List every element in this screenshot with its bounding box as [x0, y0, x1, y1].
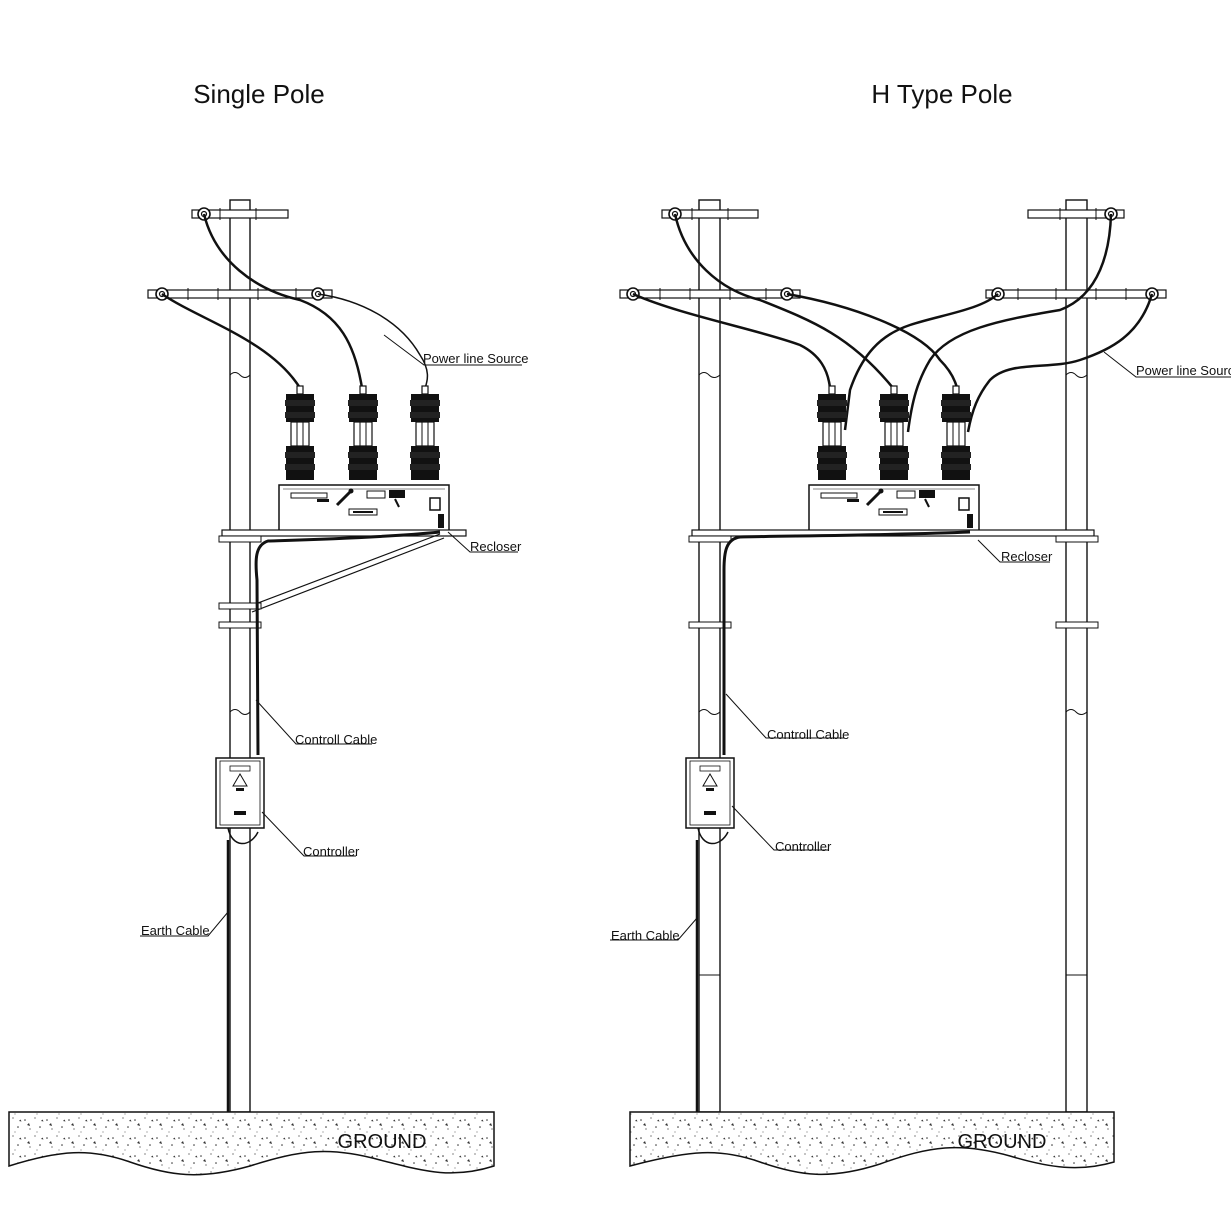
- mounting-beam: [688, 529, 1099, 629]
- label-controller: Controller: [775, 839, 832, 854]
- upper-crossarm-left: [661, 207, 759, 221]
- recloser-tank: [277, 483, 451, 533]
- label-recloser: Recloser: [470, 539, 522, 554]
- lower-crossarm: [147, 287, 333, 301]
- label-power-line-source: Power line Source: [1136, 363, 1231, 378]
- controller-box: [685, 757, 735, 845]
- recloser-bushings: [816, 385, 972, 481]
- h-type-pole-diagram: Power line Source Recloser Controll Cabl…: [610, 199, 1231, 1176]
- label-earth-cable: Earth Cable: [611, 928, 680, 943]
- recloser-bushings: [284, 385, 441, 481]
- label-ground: GROUND: [338, 1131, 427, 1153]
- label-ground: GROUND: [958, 1131, 1047, 1153]
- leader-lines: [140, 334, 522, 937]
- upper-crossarm: [191, 207, 289, 221]
- label-power-line-source: Power line Source: [423, 351, 529, 366]
- label-controller: Controller: [303, 844, 360, 859]
- utility-pole-left: [698, 199, 721, 1113]
- lower-crossarm-left: [619, 287, 801, 301]
- upper-crossarm-right: [1027, 207, 1125, 221]
- recloser-tank: [807, 483, 981, 533]
- lower-crossarm-right: [985, 287, 1167, 301]
- power-lines: [632, 213, 1154, 433]
- leader-lines: [610, 351, 1231, 941]
- title-h-type-pole: H Type Pole: [871, 79, 1012, 109]
- label-earth-cable: Earth Cable: [141, 923, 210, 938]
- single-pole-diagram: Power line Source Recloser Controll Cabl…: [8, 199, 529, 1176]
- label-control-cable: Controll Cable: [295, 732, 377, 747]
- control-cable: [722, 530, 971, 755]
- controller-box: [215, 757, 265, 845]
- label-recloser: Recloser: [1001, 549, 1053, 564]
- label-control-cable: Controll Cable: [767, 727, 849, 742]
- title-single-pole: Single Pole: [193, 79, 325, 109]
- mounting-bracket: [218, 529, 467, 629]
- power-lines: [161, 213, 429, 389]
- control-cable: [254, 530, 441, 756]
- ground-block: GROUND: [629, 1111, 1115, 1176]
- ground-block: GROUND: [8, 1111, 495, 1176]
- utility-pole-right: [1065, 199, 1088, 1113]
